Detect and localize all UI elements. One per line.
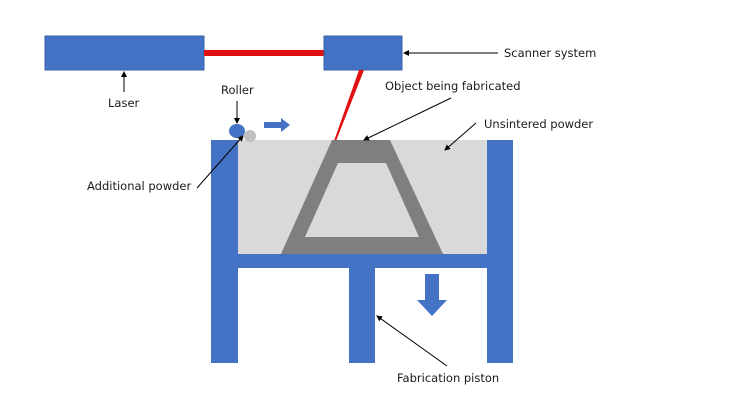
leader-additional-powder bbox=[196, 135, 244, 189]
label-unsintered: Unsintered powder bbox=[484, 117, 593, 131]
left-wall bbox=[211, 140, 238, 363]
object-hollow bbox=[305, 163, 419, 237]
down-arrow-icon bbox=[417, 274, 447, 316]
label-laser: Laser bbox=[108, 96, 140, 110]
laser-beam-horizontal bbox=[204, 50, 324, 56]
label-piston: Fabrication piston bbox=[397, 371, 499, 385]
roller bbox=[229, 124, 245, 138]
scanner-unit bbox=[323, 35, 403, 71]
fabrication-piston bbox=[349, 268, 375, 363]
right-arrow-icon bbox=[264, 118, 290, 132]
leader-unsintered bbox=[444, 122, 477, 151]
label-object: Object being fabricated bbox=[385, 79, 521, 93]
laser-unit bbox=[44, 35, 205, 71]
build-platform bbox=[238, 254, 487, 268]
label-roller: Roller bbox=[221, 83, 254, 97]
label-additional-powder: Additional powder bbox=[87, 179, 192, 193]
leader-piston bbox=[376, 315, 448, 367]
laser-beam-deflected bbox=[334, 70, 364, 141]
leader-object bbox=[363, 97, 452, 141]
right-wall bbox=[487, 140, 513, 363]
label-scanner: Scanner system bbox=[504, 46, 596, 60]
additional-powder bbox=[244, 130, 256, 142]
